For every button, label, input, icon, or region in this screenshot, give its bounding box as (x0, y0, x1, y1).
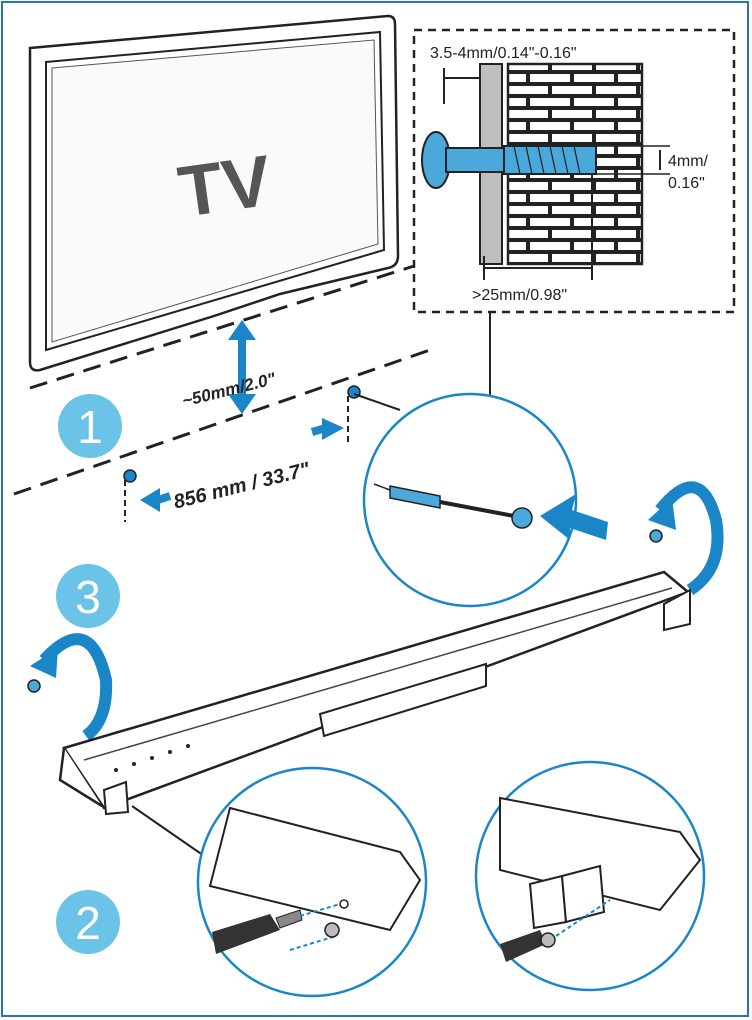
wall-dashed-lines (13, 264, 431, 496)
left-callout-leader (131, 805, 211, 861)
anchor-detail-callout (353, 392, 608, 608)
step-1-badge: 1 (58, 394, 122, 458)
wall-detail-box: 3.5-4mm/0.14"-0.16" 4mm/ 0.16" >25mm/0.9… (412, 28, 736, 314)
screw-diameter-label-2: 0.16" (668, 175, 705, 192)
tv-gap-label: ~50mm/2.0" (180, 369, 278, 411)
tv-gap-arrow (228, 320, 256, 414)
right-screw-marker (310, 385, 361, 446)
step-2-number: 2 (75, 897, 101, 949)
step-1-number: 1 (77, 401, 103, 453)
rotate-arrow-left (27, 633, 113, 741)
bracket-detail-callout (474, 760, 706, 992)
soundbar (58, 570, 691, 816)
tv-illustration: TV (28, 14, 400, 372)
hole-spacing-label: 856 mm / 33.7" (171, 458, 312, 513)
screw-depth-label: >25mm/0.98" (472, 287, 567, 304)
screwdriver-detail-callout (196, 766, 428, 998)
step-3-number: 3 (75, 571, 101, 623)
step-3-badge: 3 (56, 564, 120, 628)
step-2-badge: 2 (56, 890, 120, 954)
wall-thickness-label: 3.5-4mm/0.14"-0.16" (430, 45, 577, 62)
left-screw-marker (123, 469, 172, 522)
tv-label: TV (174, 141, 276, 233)
rotate-arrow-right (648, 481, 724, 596)
screw-diameter-label-1: 4mm/ (668, 153, 709, 170)
